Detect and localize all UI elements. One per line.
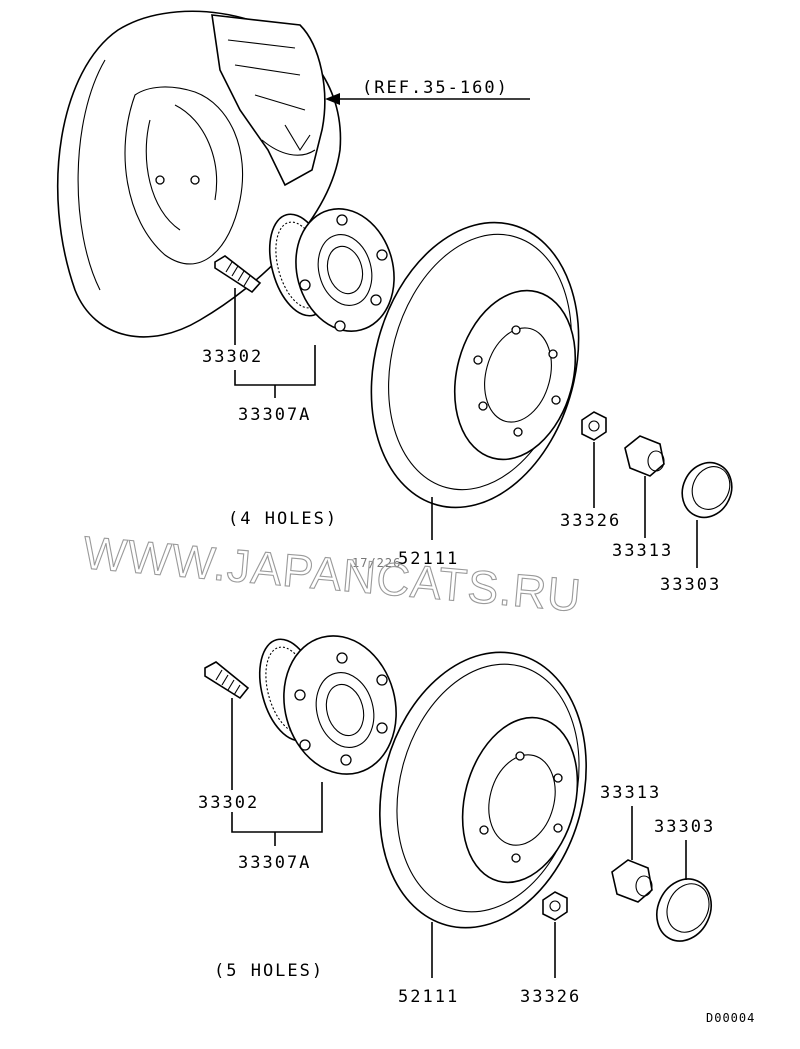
washer-bottom [542,891,568,921]
dust-cap-top [681,461,733,519]
part-number-hub-top: 33307A [238,405,311,425]
leader-lines-bottom [231,698,687,978]
brake-disc-top [370,221,580,509]
part-number-nut-top: 33313 [612,541,673,561]
part-number-washer-bottom: 33326 [520,987,581,1007]
watermark: WWW.JAPANCATS.RU [81,526,583,621]
dust-cap-bottom [656,878,712,942]
part-number-hub-bottom: 33307A [238,853,311,873]
part-number-cap-bottom: 33303 [654,817,715,837]
part-number-washer-top: 33326 [560,511,621,531]
group-title-4-holes: (4 HOLES) [228,509,338,529]
brake-disc-bottom [379,651,587,929]
part-number-nut-bottom: 33313 [600,783,661,803]
part-number-disc-bottom: 52111 [398,987,459,1007]
reference-label: (REF.35-160) [362,78,509,98]
diagram-code: D00004 [706,1011,755,1025]
part-number-bolt-bottom: 33302 [198,793,259,813]
part-number-cap-top: 33303 [660,575,721,595]
leader-lines-top [234,288,698,568]
hub-assembly-4-holes [268,208,395,332]
part-number-disc-top: 52111 [398,549,459,569]
hub-assembly-5-holes [258,635,397,775]
washer-top [581,411,607,441]
hub-bolt-bottom [204,661,250,700]
faint-reference-code: 17/226 [352,556,401,570]
lock-nut-top [624,435,665,477]
part-number-bolt-top: 33302 [202,347,263,367]
ref-arrow [325,93,530,105]
group-title-5-holes: (5 HOLES) [214,961,324,981]
hub-bolt-top [214,255,262,294]
lock-nut-bottom [611,859,653,903]
